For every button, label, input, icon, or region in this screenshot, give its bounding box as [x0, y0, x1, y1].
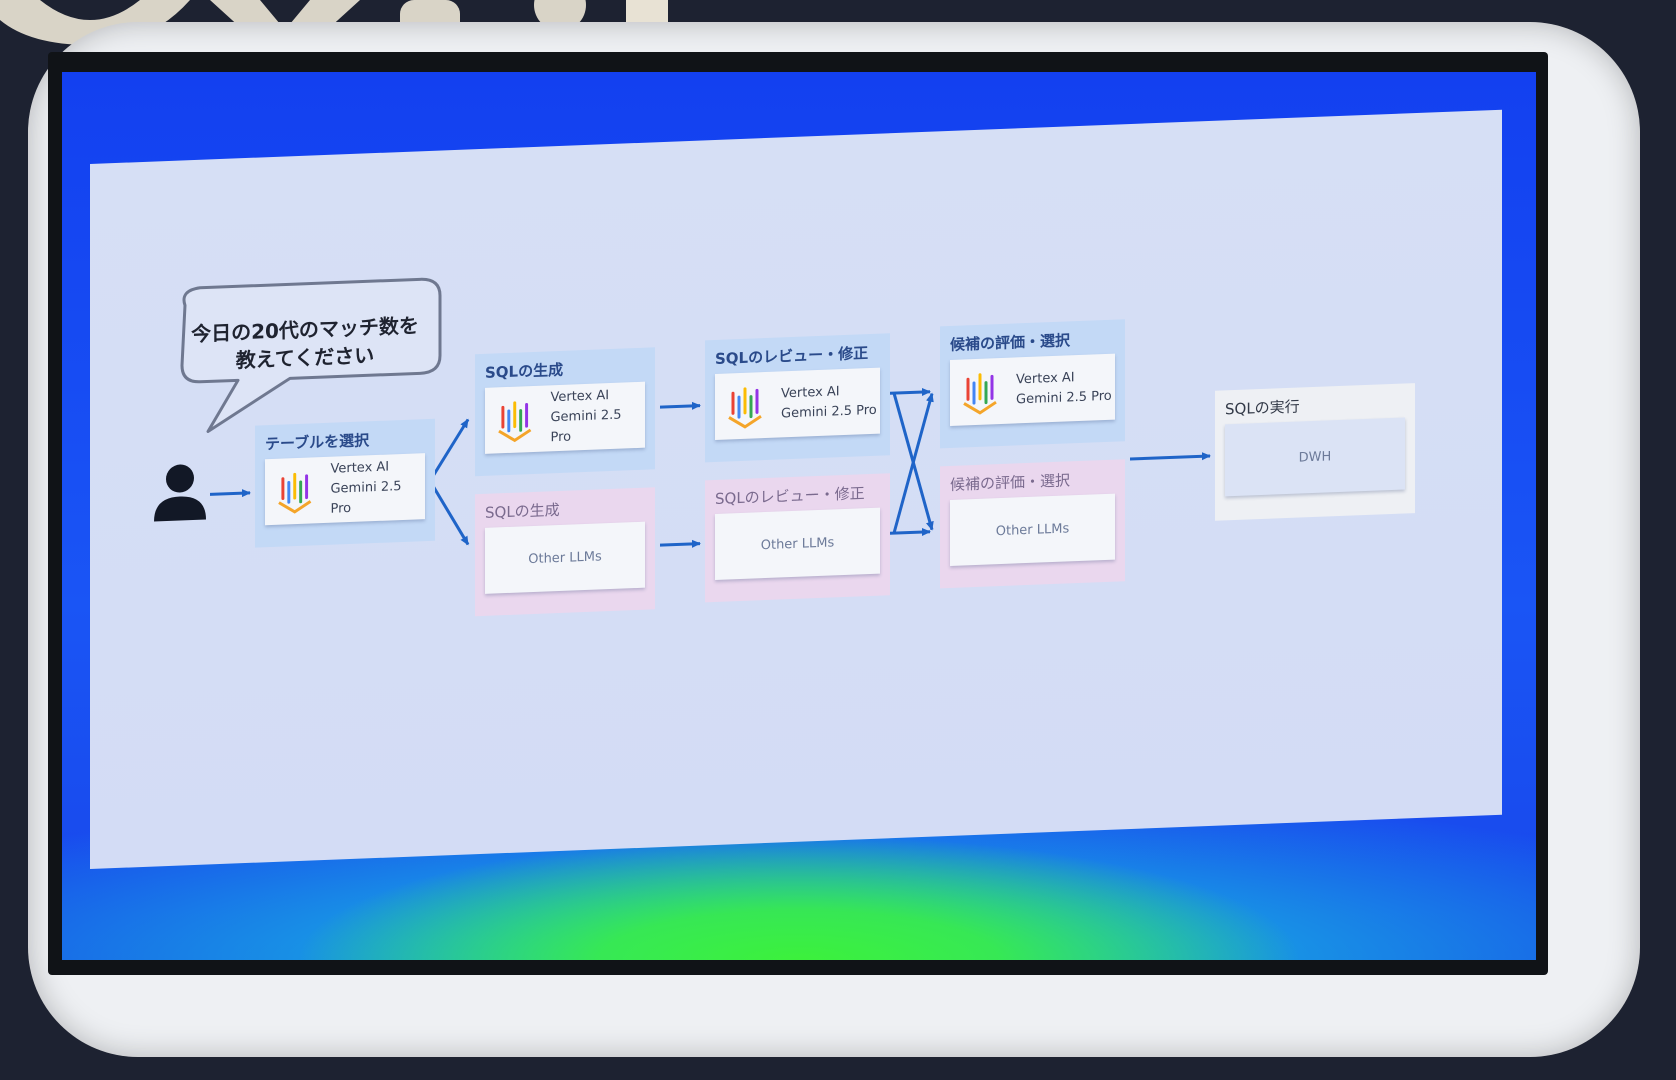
- stage-review-other: SQLのレビュー・修正 Other LLMs: [705, 473, 890, 603]
- model-card-other: Other LLMs: [950, 493, 1115, 566]
- model-line-2: Gemini 2.5 Pro: [1016, 388, 1112, 408]
- stage-table-select: テーブルを選択 Vertex AI Ge: [255, 418, 435, 548]
- person-icon: [154, 464, 206, 522]
- stage-review-gemini: SQLのレビュー・修正 Vertex AI: [705, 333, 890, 463]
- model-line-2: Gemini 2.5 Pro: [550, 407, 622, 446]
- stage-sql-execution: SQLの実行 DWH: [1215, 383, 1415, 521]
- model-line-2: Gemini 2.5 Pro: [781, 402, 877, 422]
- display-screen: 今日の20代のマッチ数を 教えてください: [62, 72, 1536, 960]
- vertex-ai-logo-icon: [728, 387, 762, 429]
- dwh-label: DWH: [1298, 448, 1332, 466]
- model-card-other: Other LLMs: [715, 507, 880, 580]
- model-card-gemini: Vertex AI Gemini 2.5 Pro: [265, 453, 425, 526]
- user-question: 今日の20代のマッチ数を 教えてください: [185, 311, 425, 376]
- model-card-gemini: Vertex AI Gemini 2.5 Pro: [950, 353, 1115, 426]
- stage-evaluation-gemini: 候補の評価・選択 Vertex AI G: [940, 319, 1125, 449]
- model-card-gemini: Vertex AI Gemini 2.5 Pro: [485, 381, 645, 454]
- vertex-ai-logo-icon: [963, 373, 997, 415]
- stage-sql-generation-other: SQLの生成 Other LLMs: [475, 487, 655, 617]
- dwh-card: DWH: [1225, 417, 1405, 497]
- model-name: Other LLMs: [995, 520, 1070, 539]
- vertex-ai-logo-icon: [498, 401, 532, 443]
- model-line-2: Gemini 2.5 Pro: [330, 479, 402, 517]
- slide: 今日の20代のマッチ数を 教えてください: [90, 109, 1502, 870]
- model-card-other: Other LLMs: [485, 521, 645, 594]
- stage-evaluation-other: 候補の評価・選択 Other LLMs: [940, 459, 1125, 589]
- stage-sql-generation-gemini: SQLの生成 Vertex AI Gem: [475, 347, 655, 477]
- model-name: Other LLMs: [528, 548, 602, 567]
- model-card-gemini: Vertex AI Gemini 2.5 Pro: [715, 367, 880, 440]
- model-name: Other LLMs: [760, 534, 835, 553]
- vertex-ai-logo-icon: [278, 472, 312, 514]
